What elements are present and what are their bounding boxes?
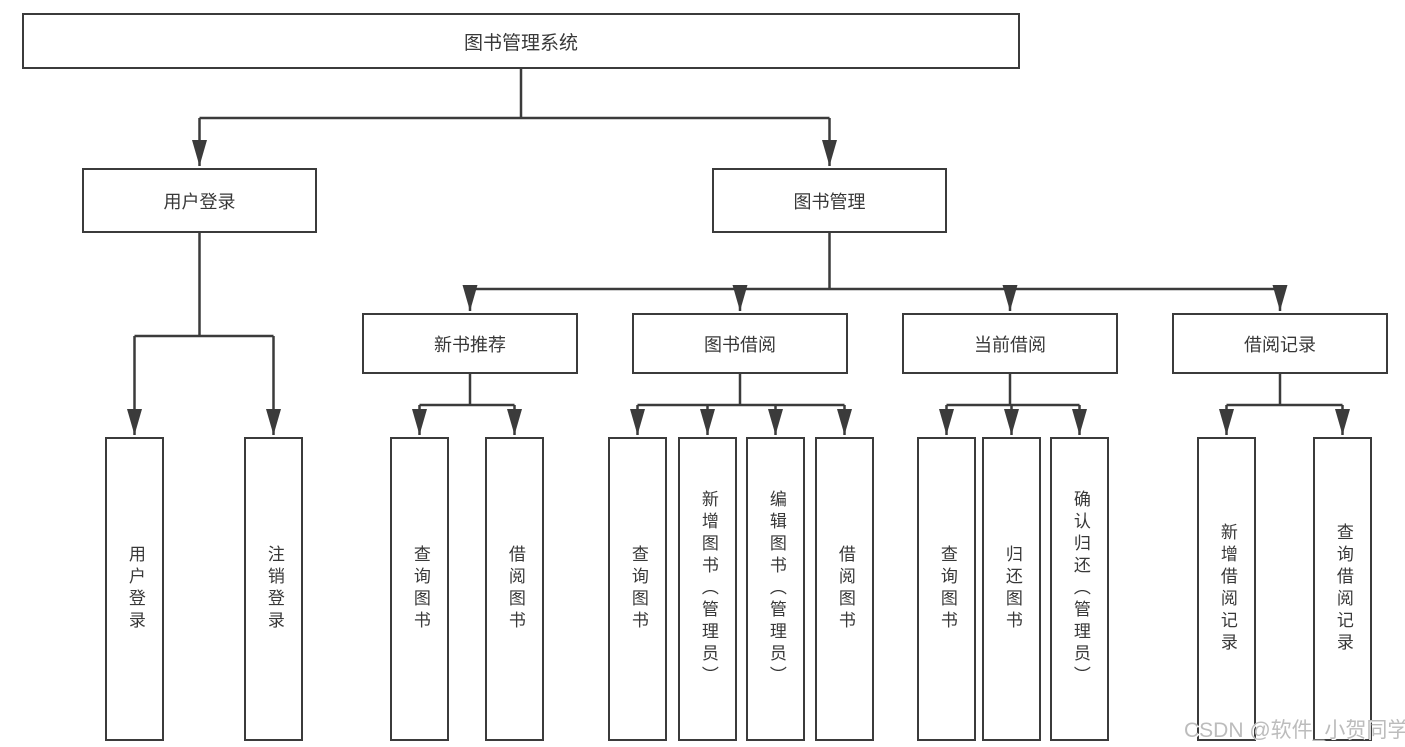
csdn-watermark: CSDN @软件_小贺同学: [1184, 719, 1405, 742]
leaf-confirm-return-admin: 确认归还（管理员）: [1050, 437, 1109, 741]
leaf-label: 注销登录: [264, 545, 284, 633]
leaf-query-books: 查询图书: [390, 437, 449, 741]
leaf-query-borrow-record: 查询借阅记录: [1313, 437, 1372, 741]
leaf-label: 确认归还（管理员）: [1070, 490, 1090, 688]
leaf-user-login: 用户登录: [105, 437, 164, 741]
leaf-add-borrow-record: 新增借阅记录: [1197, 437, 1256, 741]
leaf-label: 查询图书: [937, 545, 957, 633]
leaf-label: 借阅图书: [505, 545, 525, 633]
node-label: 图书管理系统: [463, 32, 578, 54]
node-current-borrow: 当前借阅: [902, 313, 1118, 374]
leaf-edit-books-admin: 编辑图书（管理员）: [746, 437, 805, 741]
node-label: 新书推荐: [434, 334, 506, 355]
leaf-label: 查询借阅记录: [1333, 523, 1353, 655]
node-label: 图书借阅: [704, 334, 776, 355]
node-library-management-system: 图书管理系统: [22, 13, 1020, 69]
node-label: 借阅记录: [1244, 334, 1316, 355]
node-label: 当前借阅: [974, 334, 1046, 355]
node-new-book-recommend: 新书推荐: [362, 313, 578, 374]
leaf-return-books: 归还图书: [982, 437, 1041, 741]
leaf-label: 查询图书: [628, 545, 648, 633]
node-user-login: 用户登录: [82, 168, 317, 233]
leaf-query-books: 查询图书: [917, 437, 976, 741]
node-book-borrow: 图书借阅: [632, 313, 848, 374]
leaf-label: 归还图书: [1002, 545, 1022, 633]
node-book-management: 图书管理: [712, 168, 947, 233]
node-label: 图书管理: [793, 191, 866, 212]
leaf-label: 新增借阅记录: [1217, 523, 1237, 655]
leaf-label: 查询图书: [410, 545, 430, 633]
leaf-label: 用户登录: [125, 545, 145, 633]
leaf-query-books: 查询图书: [608, 437, 667, 741]
leaf-add-books-admin: 新增图书（管理员）: [678, 437, 737, 741]
leaf-label: 新增图书（管理员）: [698, 490, 718, 688]
leaf-label: 借阅图书: [835, 545, 855, 633]
node-label: 用户登录: [163, 191, 236, 212]
node-borrow-record: 借阅记录: [1172, 313, 1388, 374]
leaf-borrow-books: 借阅图书: [485, 437, 544, 741]
leaf-label: 编辑图书（管理员）: [766, 490, 786, 688]
leaf-logout: 注销登录: [244, 437, 303, 741]
leaf-borrow-books: 借阅图书: [815, 437, 874, 741]
